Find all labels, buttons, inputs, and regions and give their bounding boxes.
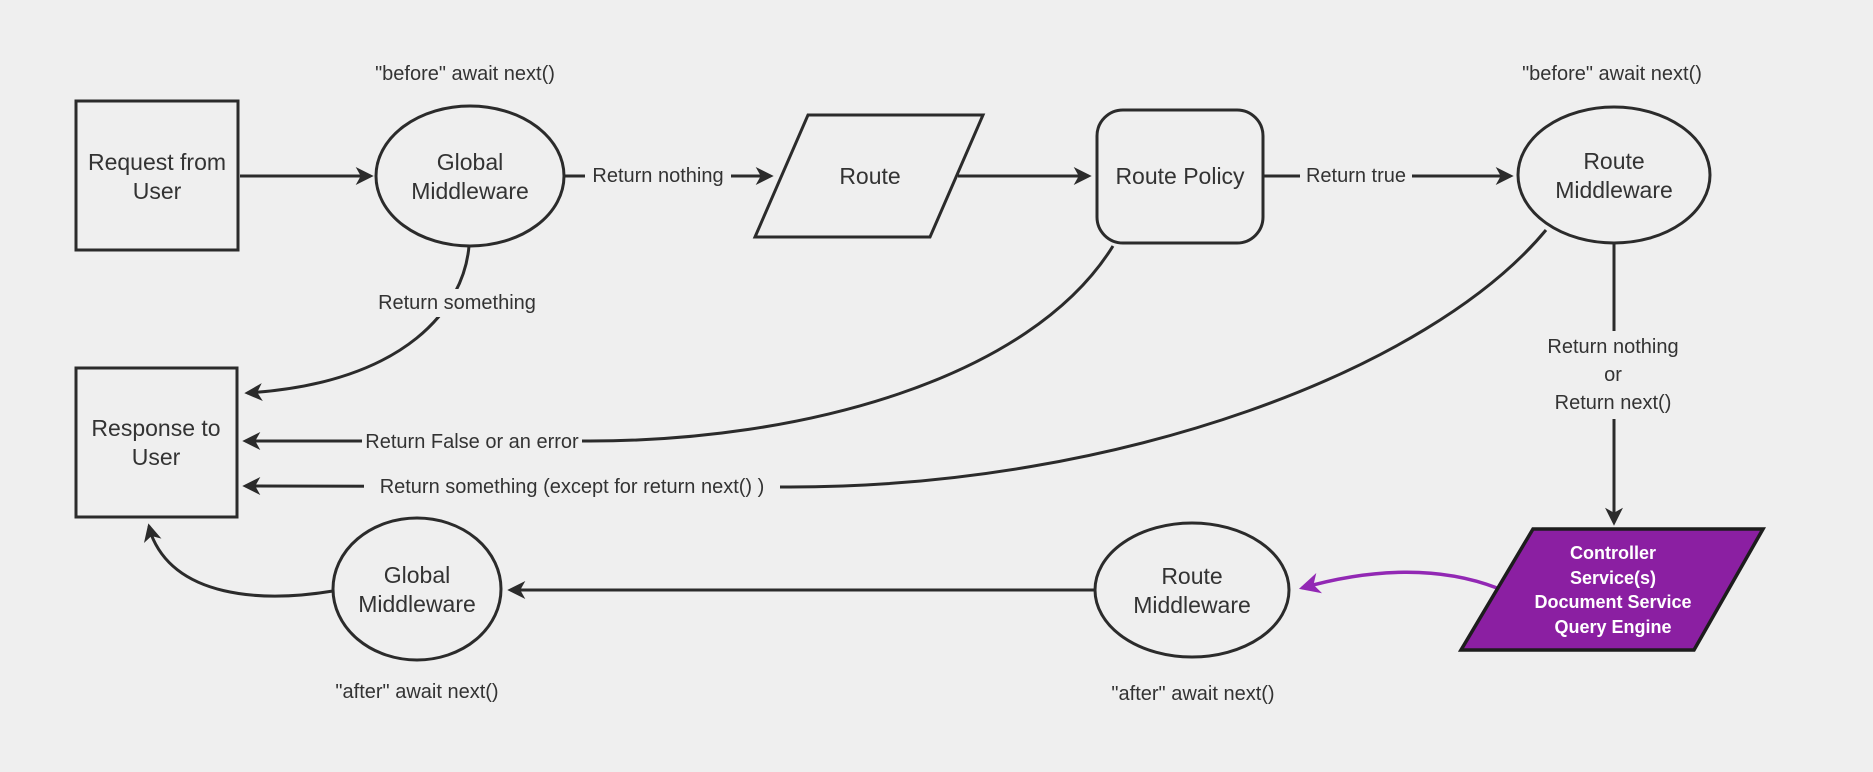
route-policy-label: Route Policy [1115, 163, 1245, 189]
edge-label-bg [364, 473, 780, 501]
edge-label-before-await-right: "before" await next() [1522, 63, 1702, 85]
edges [143, 167, 1623, 599]
edge-label-bg [368, 289, 546, 317]
controller-services-label: Service(s) [1570, 568, 1656, 588]
svg-text:Return next(): Return next() [1555, 392, 1672, 414]
global-middleware-bottom-label: Middleware [358, 591, 476, 617]
node-route: Route [752, 113, 986, 239]
response-to-user-label: Response to [91, 415, 220, 441]
edge-label-return-nothing: Return nothing [585, 162, 731, 190]
edge-global-middleware-bottom-to-response [143, 523, 334, 598]
request-from-user-box [74, 99, 240, 252]
edge-label-after-await-right: "after" await next() [1111, 683, 1274, 705]
node-controller-services: Controller Service(s) Document Service Q… [1457, 527, 1767, 652]
edge-label-return-something-except: Return something (except for return next… [364, 473, 780, 501]
edge-global-middleware-to-response [244, 245, 471, 402]
edge-route-policy-to-response [242, 245, 1115, 450]
route-middleware-top-label: Middleware [1555, 177, 1673, 203]
global-middleware-top-label: Global [437, 149, 503, 175]
edge-label-return-nothing-or-next: Return nothing or Return next() [1537, 331, 1689, 419]
svg-text:Return something (except for r: Return something (except for return next… [380, 476, 765, 498]
response-to-user-label: User [132, 444, 181, 470]
edge-route-middleware-to-response [242, 229, 1548, 496]
route-policy-box [1095, 108, 1265, 245]
controller-services-parallelogram [1457, 527, 1767, 652]
svg-text:Return False or an error: Return False or an error [365, 431, 579, 453]
global-middleware-top-ellipse [374, 104, 566, 248]
svg-text:Return something: Return something [378, 292, 536, 314]
response-to-user-box [74, 366, 239, 519]
edge-label-bg [585, 162, 731, 190]
node-global-middleware-top: Global Middleware [374, 104, 566, 248]
controller-services-label: Document Service [1534, 592, 1691, 612]
node-request-from-user: Request from User [74, 99, 240, 252]
edge-controller-to-route-middleware-bottom [1298, 570, 1498, 594]
node-route-middleware-bottom: Route Middleware [1093, 521, 1291, 659]
svg-text:Return nothing: Return nothing [1547, 336, 1678, 358]
edge-label-return-false-or-error: Return False or an error [362, 428, 582, 456]
request-from-user-label: User [133, 178, 182, 204]
edge-label-bg [1300, 162, 1412, 190]
node-route-middleware-top: Route Middleware [1516, 105, 1712, 245]
route-label: Route [839, 163, 900, 189]
route-middleware-bottom-label: Route [1161, 563, 1222, 589]
global-middleware-bottom-label: Global [384, 562, 450, 588]
edge-label-bg [362, 428, 582, 456]
edge-labels: "before" await next() "before" await nex… [335, 63, 1702, 705]
node-response-to-user: Response to User [74, 366, 239, 519]
svg-text:Return nothing: Return nothing [592, 165, 723, 187]
edge-label-bg [1537, 331, 1689, 419]
edge-label-after-await-left: "after" await next() [335, 681, 498, 703]
global-middleware-bottom-ellipse [331, 516, 503, 662]
route-middleware-bottom-ellipse [1093, 521, 1291, 659]
edge-label-return-true: Return true [1300, 162, 1412, 190]
route-middleware-top-label: Route [1583, 148, 1644, 174]
controller-services-label: Controller [1570, 543, 1656, 563]
edge-label-before-await-left: "before" await next() [375, 63, 555, 85]
route-middleware-top-ellipse [1516, 105, 1712, 245]
route-middleware-bottom-label: Middleware [1133, 592, 1251, 618]
controller-services-label: Query Engine [1554, 617, 1671, 637]
edge-label-return-something: Return something [368, 289, 546, 317]
route-parallelogram [752, 113, 986, 239]
svg-text:Return true: Return true [1306, 165, 1406, 187]
global-middleware-top-label: Middleware [411, 178, 529, 204]
node-route-policy: Route Policy [1095, 108, 1265, 245]
request-from-user-label: Request from [88, 149, 226, 175]
node-global-middleware-bottom: Global Middleware [331, 516, 503, 662]
svg-text:or: or [1604, 364, 1622, 386]
